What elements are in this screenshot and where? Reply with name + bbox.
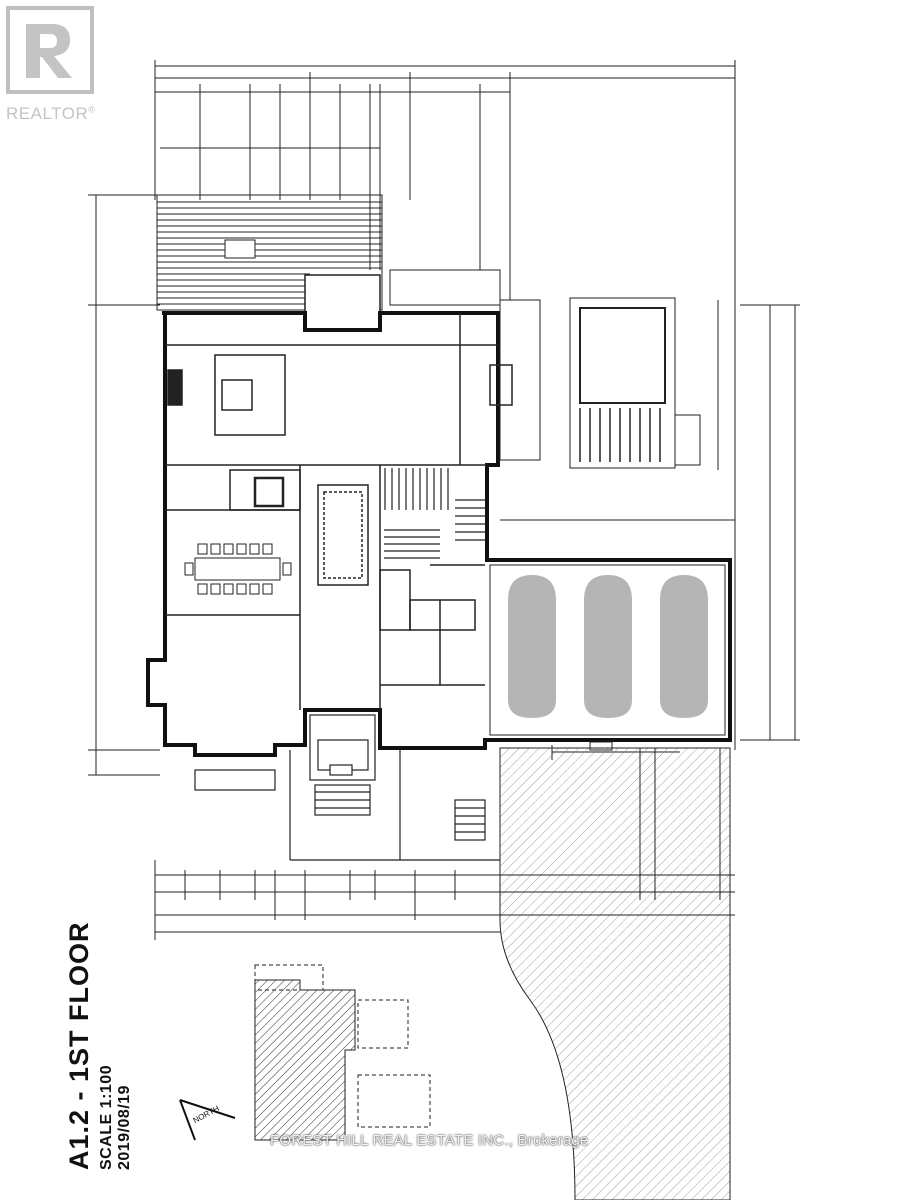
left-dimensions bbox=[88, 194, 160, 776]
realtor-house-icon bbox=[6, 6, 94, 94]
car-2 bbox=[584, 575, 632, 718]
drawing-date: 2019/08/19 bbox=[116, 1084, 133, 1170]
bottom-dimensions bbox=[154, 748, 735, 940]
front-entry bbox=[194, 714, 500, 861]
rear-right-structure bbox=[499, 297, 735, 521]
north-arrow-icon bbox=[179, 1099, 236, 1141]
site-key-plan bbox=[254, 964, 431, 1141]
interior-walls bbox=[165, 313, 513, 710]
dining-table bbox=[184, 543, 292, 595]
stairs bbox=[384, 468, 485, 559]
realtor-logo: REALTOR® bbox=[6, 6, 98, 123]
right-dimensions bbox=[717, 300, 800, 741]
top-dimensions bbox=[154, 60, 736, 750]
registered-mark: ® bbox=[88, 104, 96, 115]
car-1 bbox=[508, 575, 556, 718]
rear-window-well bbox=[389, 269, 501, 306]
drawing-title: A1.2 - 1ST FLOOR bbox=[64, 921, 94, 1170]
main-house-walls bbox=[146, 311, 732, 757]
drawing-title-block: A1.2 - 1ST FLOOR SCALE 1:100 2019/08/19 bbox=[60, 170, 140, 1170]
driveway bbox=[499, 747, 731, 1200]
garage bbox=[489, 564, 726, 760]
rear-deck bbox=[156, 194, 383, 331]
drawing-scale: SCALE 1:100 bbox=[98, 1064, 115, 1170]
brokerage-watermark: FOREST HILL REAL ESTATE INC., Brokerage bbox=[270, 1132, 589, 1149]
realtor-logo-text: REALTOR bbox=[6, 104, 89, 123]
car-3 bbox=[660, 575, 708, 718]
